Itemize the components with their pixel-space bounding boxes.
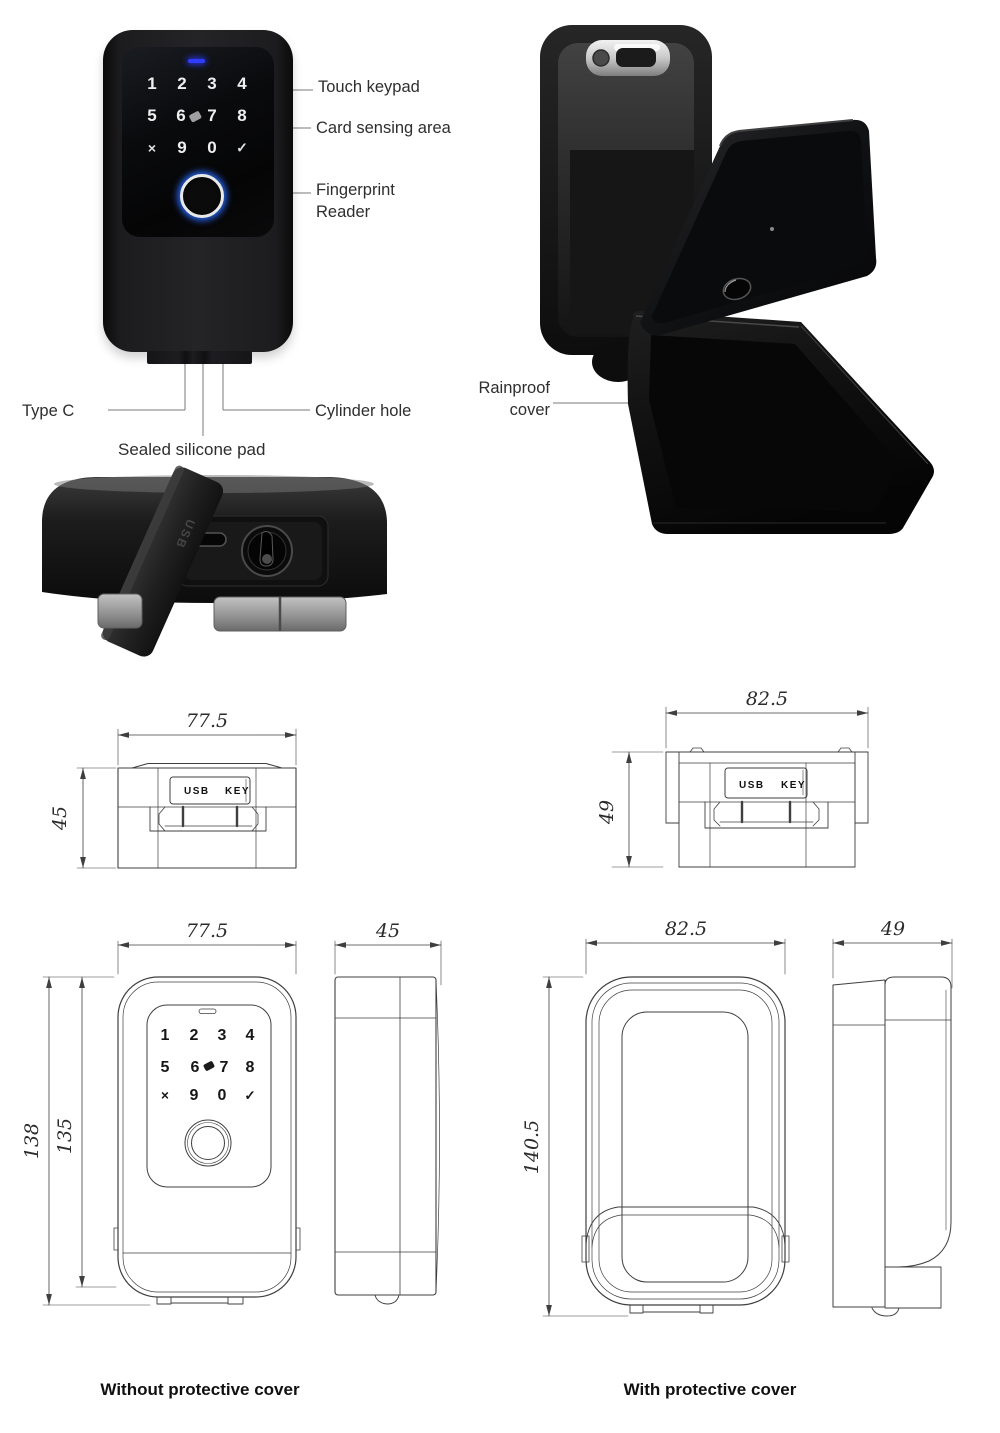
key-9: 9 bbox=[177, 138, 187, 157]
dim-front-width-77-5: 77.5 bbox=[186, 920, 228, 942]
technical-drawings: USB KEY 77.5 45 USB K bbox=[21, 688, 953, 1317]
usb-port-photo: USB bbox=[42, 465, 387, 657]
dim-width-77-5: 77.5 bbox=[186, 710, 228, 732]
key-2: 2 bbox=[177, 74, 187, 93]
dim-height-138: 138 bbox=[21, 1123, 43, 1159]
key-1: 1 bbox=[147, 74, 157, 93]
key-4: 4 bbox=[246, 1027, 255, 1044]
card-sensing-icon bbox=[203, 1061, 215, 1071]
caption-without-cover: Without protective cover bbox=[100, 1380, 300, 1399]
label-sealed-silicone-pad: Sealed silicone pad bbox=[118, 440, 266, 459]
drawing-front-view-no-cover: 1 2 3 4 5 6 7 8 × 9 0 ✓ 77.5 bbox=[21, 920, 301, 1306]
dim-depth-45: 45 bbox=[49, 806, 71, 831]
label-cylinder-hole: Cylinder hole bbox=[315, 402, 412, 420]
smart-lock-front-photo: 1 2 3 4 5 6 7 8 × 9 0 ✓ bbox=[103, 30, 293, 364]
drawing-side-view-no-cover: 45 bbox=[334, 920, 442, 1305]
dim-height-135: 135 bbox=[54, 1118, 76, 1154]
key-cancel: × bbox=[147, 140, 157, 156]
label-rainproof-cover: Rainproof cover bbox=[478, 379, 550, 419]
key-6: 6 bbox=[191, 1059, 200, 1076]
cylinder-keyhole bbox=[241, 525, 293, 577]
key-8: 8 bbox=[246, 1059, 255, 1076]
fingerprint-window bbox=[722, 277, 752, 301]
key-3: 3 bbox=[218, 1027, 227, 1044]
label-fingerprint-reader: Fingerprint Reader bbox=[316, 181, 395, 221]
label-card-sensing-area: Card sensing area bbox=[316, 119, 451, 137]
fingerprint-reader bbox=[180, 174, 224, 218]
label-type-c: Type C bbox=[22, 402, 75, 420]
port-key-label: KEY bbox=[225, 786, 250, 797]
led-indicator bbox=[188, 59, 205, 63]
fingerprint-reader-outline bbox=[184, 1119, 232, 1167]
hinge-left bbox=[97, 593, 143, 629]
dim-depth-49: 49 bbox=[596, 800, 618, 825]
key-6: 6 bbox=[176, 106, 186, 125]
key-7: 7 bbox=[207, 106, 217, 125]
key-4: 4 bbox=[237, 74, 247, 93]
touch-panel: 1 2 3 4 5 6 7 8 × 9 0 ✓ bbox=[122, 47, 274, 237]
dim-width-82-5: 82.5 bbox=[746, 688, 788, 710]
caption-with-cover: With protective cover bbox=[623, 1380, 797, 1399]
key-0: 0 bbox=[207, 138, 217, 157]
key-8: 8 bbox=[237, 106, 247, 125]
key-7: 7 bbox=[220, 1059, 229, 1076]
key-5: 5 bbox=[147, 106, 157, 125]
key-confirm: ✓ bbox=[244, 1088, 255, 1103]
dim-side-depth-45: 45 bbox=[375, 920, 400, 942]
drawing-front-view-with-cover: 82.5 140.5 bbox=[521, 918, 790, 1317]
dim-front-width-82-5: 82.5 bbox=[665, 918, 707, 940]
latch bbox=[586, 40, 670, 76]
key-9: 9 bbox=[190, 1087, 199, 1104]
label-touch-keypad: Touch keypad bbox=[318, 78, 420, 96]
key-5: 5 bbox=[161, 1059, 170, 1076]
rainproof-cover-photo bbox=[540, 25, 934, 534]
drawing-side-view-with-cover: 49 bbox=[832, 918, 953, 1317]
key-cancel: × bbox=[161, 1088, 169, 1103]
key-3: 3 bbox=[207, 74, 217, 93]
port-usb-label-cover: USB bbox=[739, 780, 765, 791]
drawing-bottom-view-no-cover: USB KEY 77.5 45 bbox=[49, 710, 297, 869]
port-key-label-cover: KEY bbox=[781, 780, 806, 791]
dim-height-140-5: 140.5 bbox=[521, 1120, 543, 1174]
cover-lid bbox=[640, 119, 877, 336]
drawing-bottom-view-with-cover: USB KEY 82.5 49 bbox=[596, 688, 869, 868]
dim-side-depth-49: 49 bbox=[880, 918, 905, 940]
card-sensing-icon bbox=[186, 107, 207, 129]
key-2: 2 bbox=[190, 1027, 199, 1044]
key-0: 0 bbox=[218, 1087, 227, 1104]
port-usb-label: USB bbox=[184, 786, 210, 797]
cover-box bbox=[627, 311, 934, 534]
key-confirm: ✓ bbox=[236, 139, 248, 156]
key-1: 1 bbox=[161, 1027, 170, 1044]
sealed-silicone-pad-photo bbox=[147, 351, 252, 364]
